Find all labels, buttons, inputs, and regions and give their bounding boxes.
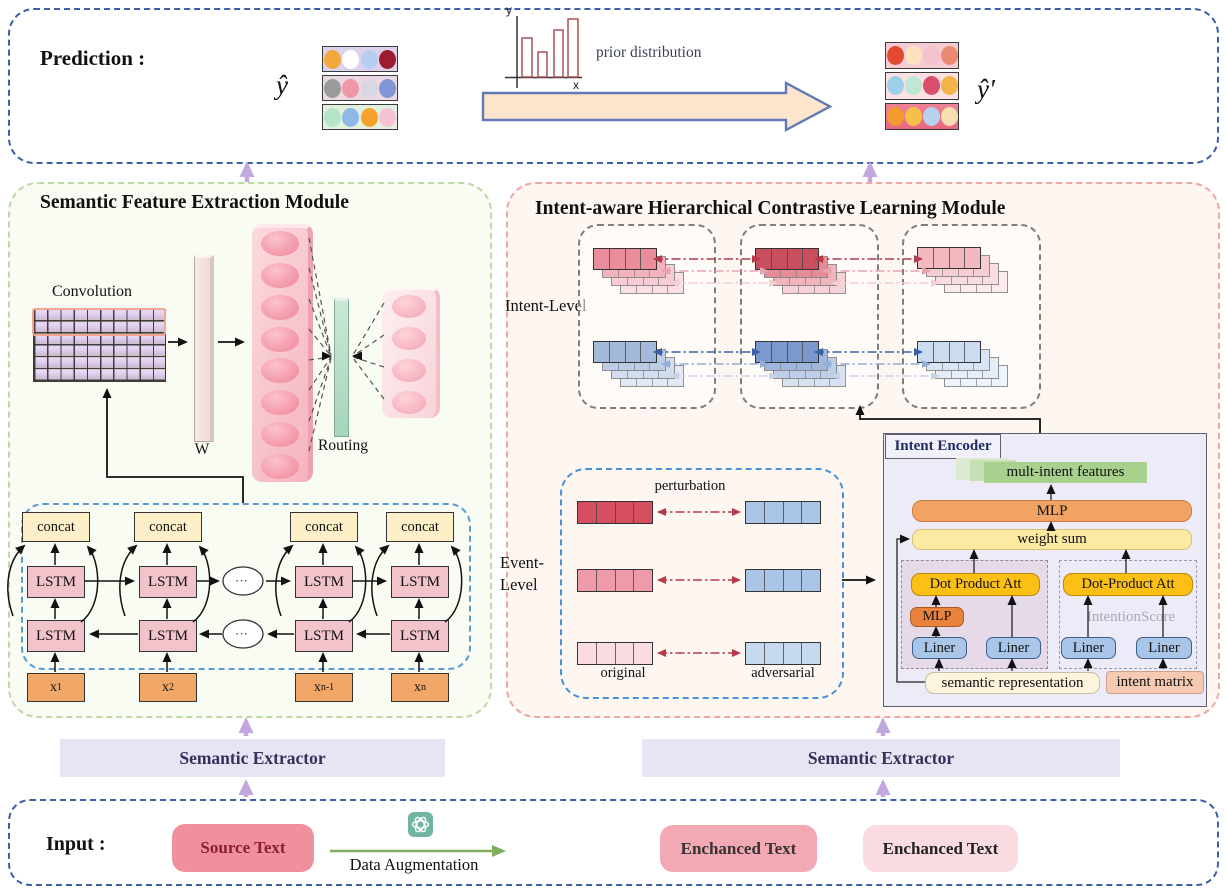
matrix-row	[322, 104, 398, 130]
enhanced-text-box-2: Enchanced Text	[863, 825, 1018, 872]
prediction-title: Prediction :	[40, 46, 146, 70]
matrix-row	[322, 75, 398, 101]
token-strip	[593, 341, 657, 363]
capsule-stack-large	[252, 224, 313, 482]
liner-box-1: Liner	[912, 637, 967, 659]
token-strip	[745, 501, 821, 524]
token-strip	[745, 642, 821, 665]
original-label: original	[600, 664, 646, 681]
enhanced-text-box-1: Enchanced Text	[660, 825, 817, 872]
dot-product-att-right: Dot-Product Att	[1063, 573, 1193, 596]
mlp-small-box: MLP	[910, 607, 964, 627]
intent-matrix-bar: intent matrix	[1106, 671, 1204, 694]
openai-logo-icon	[408, 812, 433, 837]
matrix-row	[885, 102, 959, 130]
token-strip	[745, 569, 821, 592]
token-strip	[577, 501, 653, 524]
prediction-panel	[8, 8, 1219, 164]
token-strip	[755, 341, 819, 363]
routing-slab	[334, 298, 349, 437]
token-strip	[577, 569, 653, 592]
semantic-extractor-left: Semantic Extractor	[60, 739, 445, 777]
w-label: W	[194, 441, 210, 458]
routing-label: Routing	[318, 437, 368, 454]
semantic-extractor-right: Semantic Extractor	[642, 739, 1120, 777]
lstm-fw-4: LSTM	[391, 566, 449, 598]
matrix-row	[322, 46, 398, 72]
event-level-label-1: Event-	[500, 553, 544, 572]
prior-distribution-label: prior distribution	[596, 44, 702, 61]
contrastive-module-title: Intent-aware Hierarchical Contrastive Le…	[535, 198, 1006, 219]
event-level-box	[560, 468, 844, 699]
prediction-matrix-left	[322, 46, 398, 130]
lstm-bw-1: LSTM	[27, 620, 85, 652]
token-strip	[755, 248, 819, 270]
weight-sum-bar: weight sum	[912, 529, 1192, 550]
event-level-label-2: Level	[500, 575, 538, 594]
lstm-fw-2: LSTM	[139, 566, 197, 598]
matrix-row	[885, 42, 959, 70]
lstm-bw-4: LSTM	[391, 620, 449, 652]
token-strip	[577, 642, 653, 665]
intent-encoder-header: Intent Encoder	[885, 434, 1001, 459]
weight-slab	[194, 255, 214, 442]
liner-box-4: Liner	[1136, 637, 1192, 659]
concat-box-4: concat	[386, 512, 454, 542]
mult-intent-features-bar: mult-intent features	[984, 462, 1147, 483]
perturbation-label: perturbation	[654, 477, 726, 494]
data-augmentation-label: Data Augmentation	[349, 855, 479, 874]
token-strip	[917, 247, 981, 269]
token-strip	[593, 248, 657, 270]
lstm-bw-3: LSTM	[295, 620, 353, 652]
concat-box-3: concat	[290, 512, 358, 542]
capsule-stack-small	[382, 287, 440, 418]
convolution-grid	[33, 309, 166, 382]
input-title: Input :	[46, 833, 106, 855]
prediction-matrix-right	[885, 42, 959, 130]
attention-subbox-right	[1059, 560, 1197, 669]
y-hat-label: ŷ	[276, 70, 288, 100]
y-hat-prime-label: ŷ′	[977, 74, 995, 104]
lstm-bw-2: LSTM	[139, 620, 197, 652]
concat-box-2: concat	[134, 512, 202, 542]
liner-box-2: Liner	[986, 637, 1041, 659]
dot-product-att-left: Dot Product Att	[911, 573, 1040, 596]
convolution-window	[32, 308, 166, 336]
concat-box-1: concat	[22, 512, 90, 542]
source-text-box: Source Text	[172, 824, 314, 872]
adversarial-label: adversarial	[751, 664, 815, 681]
intent-level-label: Intent-Level	[505, 296, 587, 315]
semantic-representation-bar: semantic representation	[925, 672, 1100, 694]
lstm-fw-1: LSTM	[27, 566, 85, 598]
convolution-label: Convolution	[52, 283, 133, 300]
mlp-bar: MLP	[912, 500, 1192, 522]
intention-score-label: IntentionScore	[1086, 609, 1176, 625]
semantic-feature-module-title: Semantic Feature Extraction Module	[40, 192, 349, 213]
alternating-norm-label: Alternating norm	[567, 96, 689, 116]
matrix-row	[885, 72, 959, 100]
lstm-fw-3: LSTM	[295, 566, 353, 598]
token-strip	[917, 341, 981, 363]
liner-box-3: Liner	[1061, 637, 1116, 659]
